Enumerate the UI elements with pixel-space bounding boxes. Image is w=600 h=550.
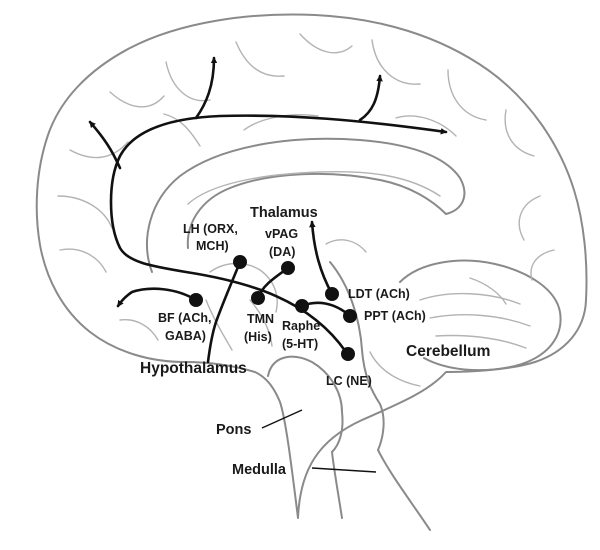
label-lh-line2: MCH): [196, 239, 229, 253]
label-cerebellum: Cerebellum: [406, 343, 490, 360]
label-vpag-line2: (DA): [269, 245, 295, 259]
pathway-parietal-branch: [360, 76, 380, 120]
label-raphe-line1: Raphe: [282, 319, 320, 333]
label-lh-line1: LH (ORX,: [183, 222, 238, 236]
nucleus-bf: [189, 293, 203, 307]
pathway-thalamic: [312, 222, 332, 294]
label-ppt: PPT (ACh): [364, 309, 426, 323]
pathway-frontal-branch: [90, 122, 120, 168]
brainstem-pons: [268, 357, 343, 452]
label-raphe-line2: (5-HT): [282, 337, 318, 351]
label-tmn-line2: (His): [244, 330, 272, 344]
nucleus-vpag: [281, 261, 295, 275]
label-medulla: Medulla: [232, 462, 287, 478]
diencephalon-contour: [210, 263, 277, 312]
nucleus-ppt: [343, 309, 357, 323]
pathway-superior-branch: [196, 58, 214, 118]
label-hypothalamus: Hypothalamus: [140, 360, 247, 377]
corpus-callosum-inner: [188, 172, 440, 204]
medulla-leader: [312, 468, 376, 472]
label-lc: LC (NE): [326, 374, 372, 388]
nucleus-ldt: [325, 287, 339, 301]
label-vpag-line1: vPAG: [265, 227, 298, 241]
nucleus-lc: [341, 347, 355, 361]
nucleus-lh: [233, 255, 247, 269]
brainstem-medulla: [332, 452, 342, 518]
nucleus-raphe: [295, 299, 309, 313]
label-ldt: LDT (ACh): [348, 287, 410, 301]
label-thalamus: Thalamus: [250, 205, 318, 221]
label-tmn-line1: TMN: [247, 312, 274, 326]
brain-outline: [37, 14, 587, 530]
label-bf-line1: BF (ACh,: [158, 311, 211, 325]
label-pons: Pons: [216, 422, 251, 438]
nucleus-tmn: [251, 291, 265, 305]
brainstem-back: [378, 450, 430, 530]
label-bf-line2: GABA): [165, 329, 206, 343]
pathway-basal-forebrain: [118, 289, 196, 306]
nuclei: [189, 255, 357, 361]
